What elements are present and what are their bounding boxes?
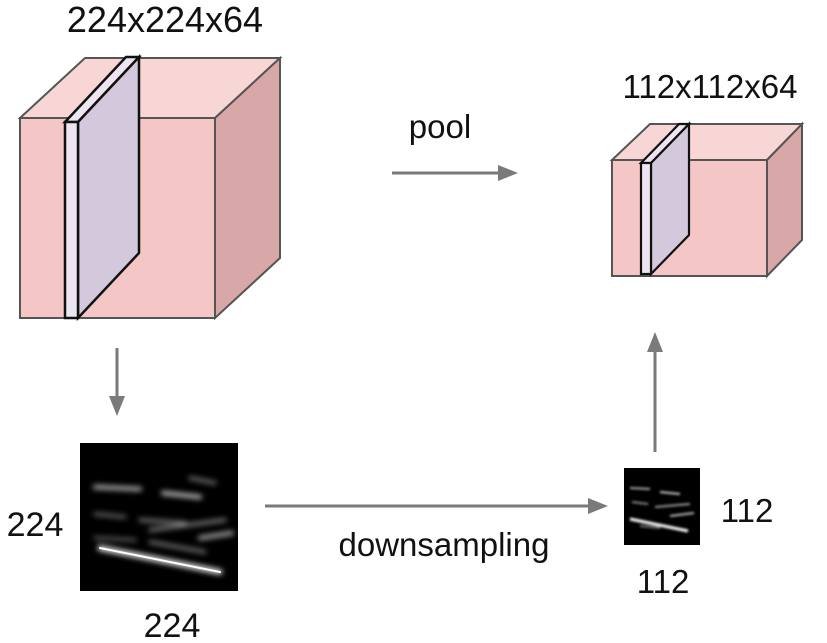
output-volume-label: 112x112x64 [623,68,798,105]
input-activation-height-label: 224 [7,506,64,544]
input-slice-front [63,120,80,320]
input-activation-map [80,443,238,591]
input-activation-width-label: 224 [144,607,201,643]
up-arrow [647,332,663,452]
output-slice-front [639,161,653,276]
downsampling-label: downsampling [339,526,550,563]
output-activation-width-label: 112 [637,563,690,600]
down-arrow [109,348,125,416]
pool-arrow [392,165,518,181]
output-volume-cube [609,121,805,279]
output-activation-height-label: 112 [721,492,774,529]
pool-label: pool [409,108,471,145]
downsampling-arrow [265,498,608,514]
input-volume-label: 224x224x64 [67,0,263,40]
input-volume-cube [17,53,283,322]
output-activation-map [624,468,700,545]
